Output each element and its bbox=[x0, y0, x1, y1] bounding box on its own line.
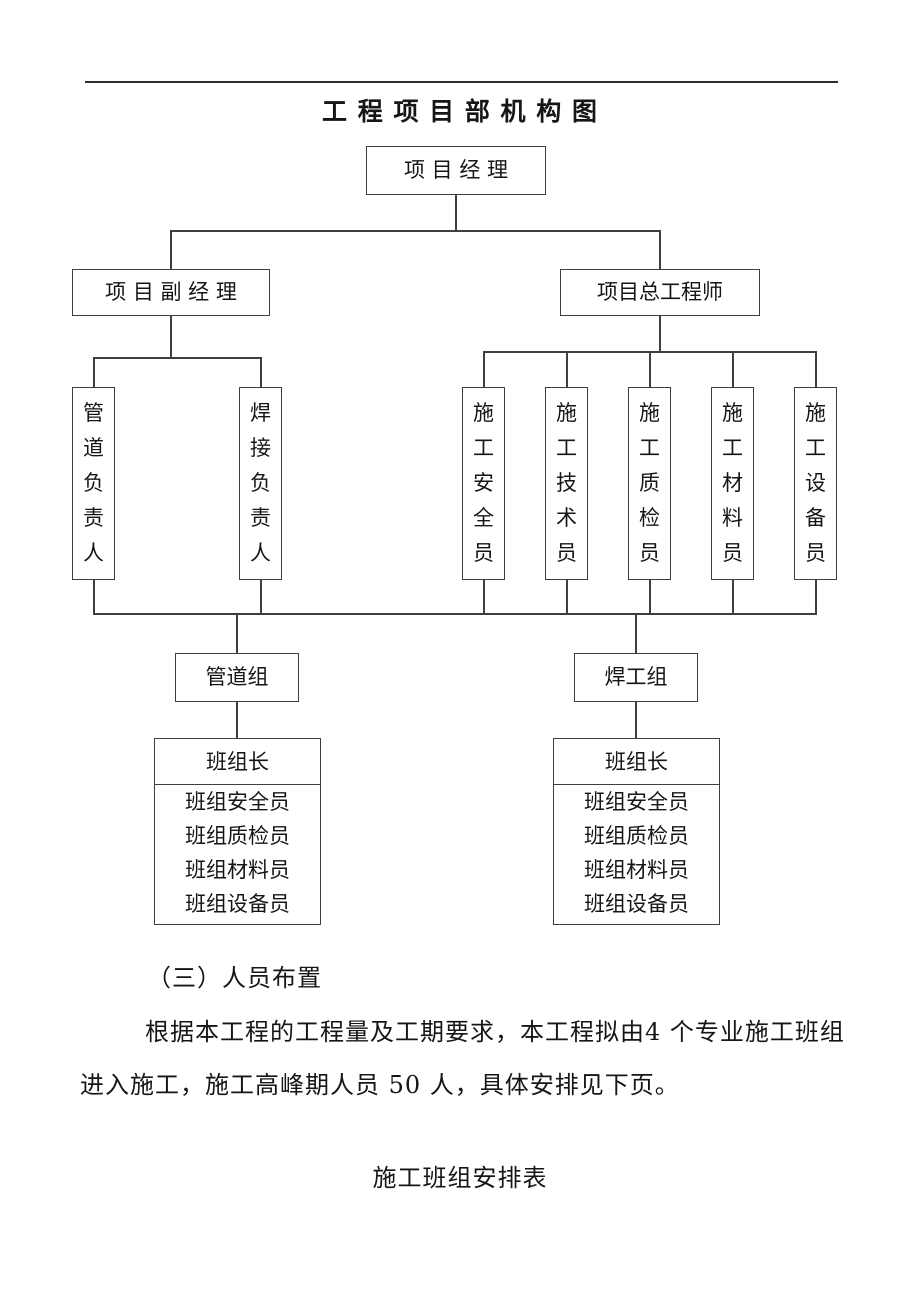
pipeline-team-table: 班组长 班组安全员 班组质检员 班组材料员 班组设备员 bbox=[154, 738, 321, 925]
welder-team-table: 班组长 班组安全员 班组质检员 班组材料员 班组设备员 bbox=[553, 738, 720, 925]
org-chart-title: 工 程 项 目 部 机 构 图 bbox=[322, 97, 598, 126]
connector-line bbox=[732, 351, 734, 388]
team-table-row: 班组安全员 bbox=[185, 790, 290, 814]
connector-line bbox=[815, 351, 817, 388]
org-node-chief-engineer: 项目总工程师 bbox=[560, 269, 760, 316]
org-node-welding-lead: 焊接负责人 bbox=[239, 387, 282, 580]
connector-line bbox=[236, 702, 238, 739]
section-heading: （三）人员布置 bbox=[147, 964, 322, 992]
org-node-label: 施工技术员 bbox=[555, 401, 577, 565]
connector-line bbox=[93, 357, 95, 388]
connector-line bbox=[649, 351, 651, 388]
header-rule bbox=[85, 81, 838, 83]
paragraph-line: 根据本工程的工程量及工期要求，本工程拟由4 个专业施工班组 bbox=[145, 1018, 845, 1046]
org-node-construction-material-officer: 施工材料员 bbox=[711, 387, 754, 580]
table-caption: 施工班组安排表 bbox=[372, 1164, 548, 1192]
org-node-label: 施工材料员 bbox=[721, 401, 743, 565]
connector-line bbox=[93, 580, 95, 615]
org-node-construction-equipment-officer: 施工设备员 bbox=[794, 387, 837, 580]
org-node-pipeline-group: 管道组 bbox=[175, 653, 299, 702]
org-node-label: 项 目 经 理 bbox=[403, 157, 509, 182]
org-node-label: 焊工组 bbox=[604, 664, 668, 689]
team-table-row: 班组材料员 bbox=[185, 858, 290, 882]
team-table-row: 班组安全员 bbox=[584, 790, 689, 814]
connector-line bbox=[566, 580, 568, 615]
connector-line bbox=[635, 613, 637, 655]
org-node-pipeline-lead: 管道负责人 bbox=[72, 387, 115, 580]
connector-line bbox=[635, 702, 637, 739]
connector-line bbox=[170, 230, 172, 270]
connector-line bbox=[566, 351, 568, 388]
connector-line bbox=[732, 580, 734, 615]
connector-line bbox=[659, 315, 661, 353]
org-node-construction-quality-inspector: 施工质检员 bbox=[628, 387, 671, 580]
connector-line bbox=[170, 230, 661, 232]
org-node-construction-technician: 施工技术员 bbox=[545, 387, 588, 580]
org-node-welder-group: 焊工组 bbox=[574, 653, 698, 702]
connector-line bbox=[236, 613, 238, 655]
team-table-row: 班组设备员 bbox=[584, 892, 689, 916]
team-table-row: 班组材料员 bbox=[584, 858, 689, 882]
team-table-row: 班组设备员 bbox=[185, 892, 290, 916]
team-table-row: 班组质检员 bbox=[584, 824, 689, 848]
connector-line bbox=[815, 580, 817, 615]
org-node-project-manager: 项 目 经 理 bbox=[366, 146, 546, 195]
team-table-header: 班组长 bbox=[155, 739, 320, 785]
team-table-row: 班组质检员 bbox=[185, 824, 290, 848]
org-node-label: 焊接负责人 bbox=[249, 401, 271, 565]
org-node-label: 施工质检员 bbox=[638, 401, 660, 565]
connector-line bbox=[483, 351, 485, 388]
org-node-label: 施工设备员 bbox=[804, 401, 826, 565]
team-table-header: 班组长 bbox=[554, 739, 719, 785]
org-node-label: 项 目 副 经 理 bbox=[105, 279, 237, 304]
connector-line bbox=[260, 580, 262, 615]
org-node-label: 管道负责人 bbox=[82, 401, 104, 565]
connector-line bbox=[260, 357, 262, 388]
connector-line bbox=[649, 580, 651, 615]
connector-line bbox=[93, 613, 817, 615]
org-node-deputy-project-manager: 项 目 副 经 理 bbox=[72, 269, 270, 316]
connector-line bbox=[93, 357, 262, 359]
org-node-label: 项目总工程师 bbox=[597, 279, 723, 304]
connector-line bbox=[483, 580, 485, 615]
connector-line bbox=[455, 195, 457, 232]
connector-line bbox=[170, 315, 172, 359]
paragraph-line: 进入施工，施工高峰期人员 50 人，具体安排见下页。 bbox=[80, 1071, 680, 1099]
connector-line bbox=[659, 230, 661, 270]
org-node-label: 施工安全员 bbox=[472, 401, 494, 565]
org-node-label: 管道组 bbox=[205, 664, 269, 689]
org-node-construction-safety-officer: 施工安全员 bbox=[462, 387, 505, 580]
